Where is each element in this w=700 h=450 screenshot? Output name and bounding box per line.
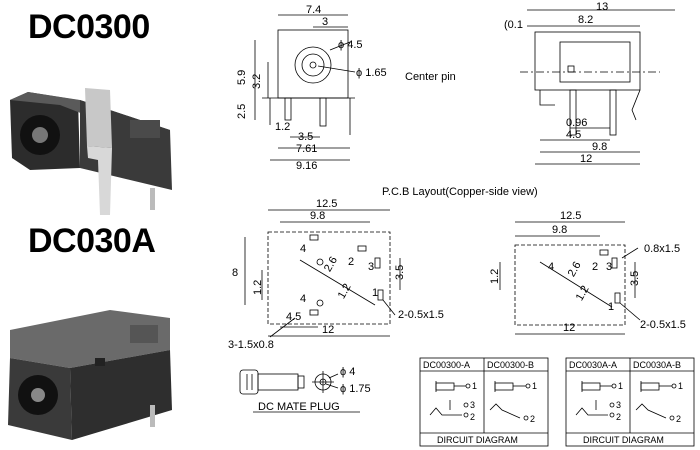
model-title-dc030a: DC030A	[28, 222, 156, 260]
pcb-layout-dc030a	[499, 221, 641, 335]
dim-3-2: 3.2	[251, 74, 263, 89]
dim-4-5: 4.5	[566, 129, 581, 141]
plug-phi-1-75: ϕ 1.75	[340, 383, 371, 395]
circuit2-col-b: DC0030A-B	[633, 360, 681, 370]
pcb-l-holes: 3-1.5x0.8	[228, 339, 274, 351]
circuit2-a-pin-1: 1	[618, 381, 623, 391]
pcb-r-12-5: 12.5	[560, 210, 581, 222]
pcb-l-1-2-radial: 1.2	[336, 282, 354, 301]
pcb-r-9-8: 9.8	[552, 224, 567, 236]
pcb-l-8: 8	[232, 267, 238, 279]
pcb-layout-label: P.C.B Layout(Copper-side view)	[382, 186, 538, 198]
dim-7-4: 7.4	[306, 4, 321, 16]
circuit2-col-a: DC0030A-A	[569, 360, 617, 370]
pcb-l-pin-1: 1	[372, 287, 378, 299]
product-photo-dc030a	[8, 310, 172, 440]
pcb-l-1-2: 1.2	[252, 280, 264, 295]
dim-phi-1-65: ϕ 1.65	[356, 67, 387, 79]
pcb-r-pin-2: 2	[592, 261, 598, 273]
dim-0-1: (0.1	[504, 19, 523, 31]
circuit-box-dc030a	[565, 357, 695, 447]
circuit1-b-pin-1: 1	[532, 381, 537, 391]
dim-12: 12	[580, 153, 592, 165]
circuit1-b-pin-2: 2	[530, 414, 535, 424]
circuit2-b-pin-2: 2	[676, 414, 681, 424]
circuit1-label: DIRCUIT DIAGRAM	[437, 435, 518, 445]
pcb-r-3-5: 3.5	[629, 271, 641, 286]
model-title-dc0300: DC0300	[28, 8, 150, 46]
pcb-r-slot: 2-0.5x1.5	[640, 319, 686, 331]
pcb-l-pin-2: 2	[348, 256, 354, 268]
circuit2-label: DIRCUIT DIAGRAM	[583, 435, 664, 445]
dim-13: 13	[596, 1, 608, 13]
dim-9-8: 9.8	[592, 141, 607, 153]
pcb-r-pin-1: 1	[608, 301, 614, 313]
side-view-dc0300	[520, 9, 675, 165]
circuit1-col-b: DC00300-B	[487, 360, 534, 370]
circuit2-a-pin-2: 2	[616, 412, 621, 422]
dim-0-96: 0.96	[566, 117, 587, 129]
pcb-l-3-5: 3.5	[394, 265, 406, 280]
plug-phi-4: ϕ 4	[340, 366, 355, 378]
pcb-l-12-5: 12.5	[316, 198, 337, 210]
dim-7-61: 7.61	[296, 143, 317, 155]
dim-3: 3	[322, 16, 328, 28]
pcb-l-9-8: 9.8	[310, 210, 325, 222]
dc-mate-plug	[239, 369, 360, 413]
dim-5-9: 5.9	[236, 70, 248, 85]
front-view-dc0300	[254, 14, 356, 161]
dim-1-2: 1.2	[275, 121, 290, 133]
dim-2-5: 2.5	[236, 104, 248, 119]
dim-9-16: 9.16	[296, 160, 317, 172]
pcb-l-pin-4b: 4	[300, 293, 306, 305]
pcb-r-1-2: 1.2	[489, 269, 501, 284]
pcb-r-2-6: 2.6	[566, 260, 584, 279]
pcb-l-4-5: 4.5	[286, 311, 301, 323]
pcb-l-12: 12	[322, 324, 334, 336]
dim-3-5: 3.5	[298, 131, 313, 143]
dc-mate-plug-label: DC MATE PLUG	[258, 401, 340, 413]
circuit1-col-a: DC00300-A	[423, 360, 470, 370]
pcb-r-pin-4: 4	[548, 261, 554, 273]
pcb-r-12: 12	[563, 322, 575, 334]
dim-phi-4-5: ϕ 4.5	[338, 39, 363, 51]
center-pin-label: Center pin	[405, 71, 456, 83]
dim-8-2: 8.2	[578, 14, 593, 26]
product-photo-dc0300	[10, 88, 172, 215]
circuit-box-dc0300	[419, 357, 549, 447]
pcb-l-pin-4a: 4	[300, 243, 306, 255]
pcb-r-pin-3: 3	[606, 261, 612, 273]
pcb-layout-dc0300	[244, 209, 401, 338]
circuit1-a-pin-2: 2	[470, 412, 475, 422]
circuit2-b-pin-1: 1	[678, 381, 683, 391]
circuit1-a-pin-1: 1	[472, 381, 477, 391]
circuit2-a-pin-3: 3	[616, 400, 621, 410]
pcb-r-slot-top: 0.8x1.5	[644, 243, 680, 255]
pcb-r-1-2-radial: 1.2	[574, 284, 592, 303]
pcb-l-2-6: 2.6	[322, 255, 340, 274]
pcb-l-pin-3: 3	[368, 261, 374, 273]
pcb-l-slot: 2-0.5x1.5	[398, 309, 444, 321]
circuit1-a-pin-3: 3	[470, 400, 475, 410]
